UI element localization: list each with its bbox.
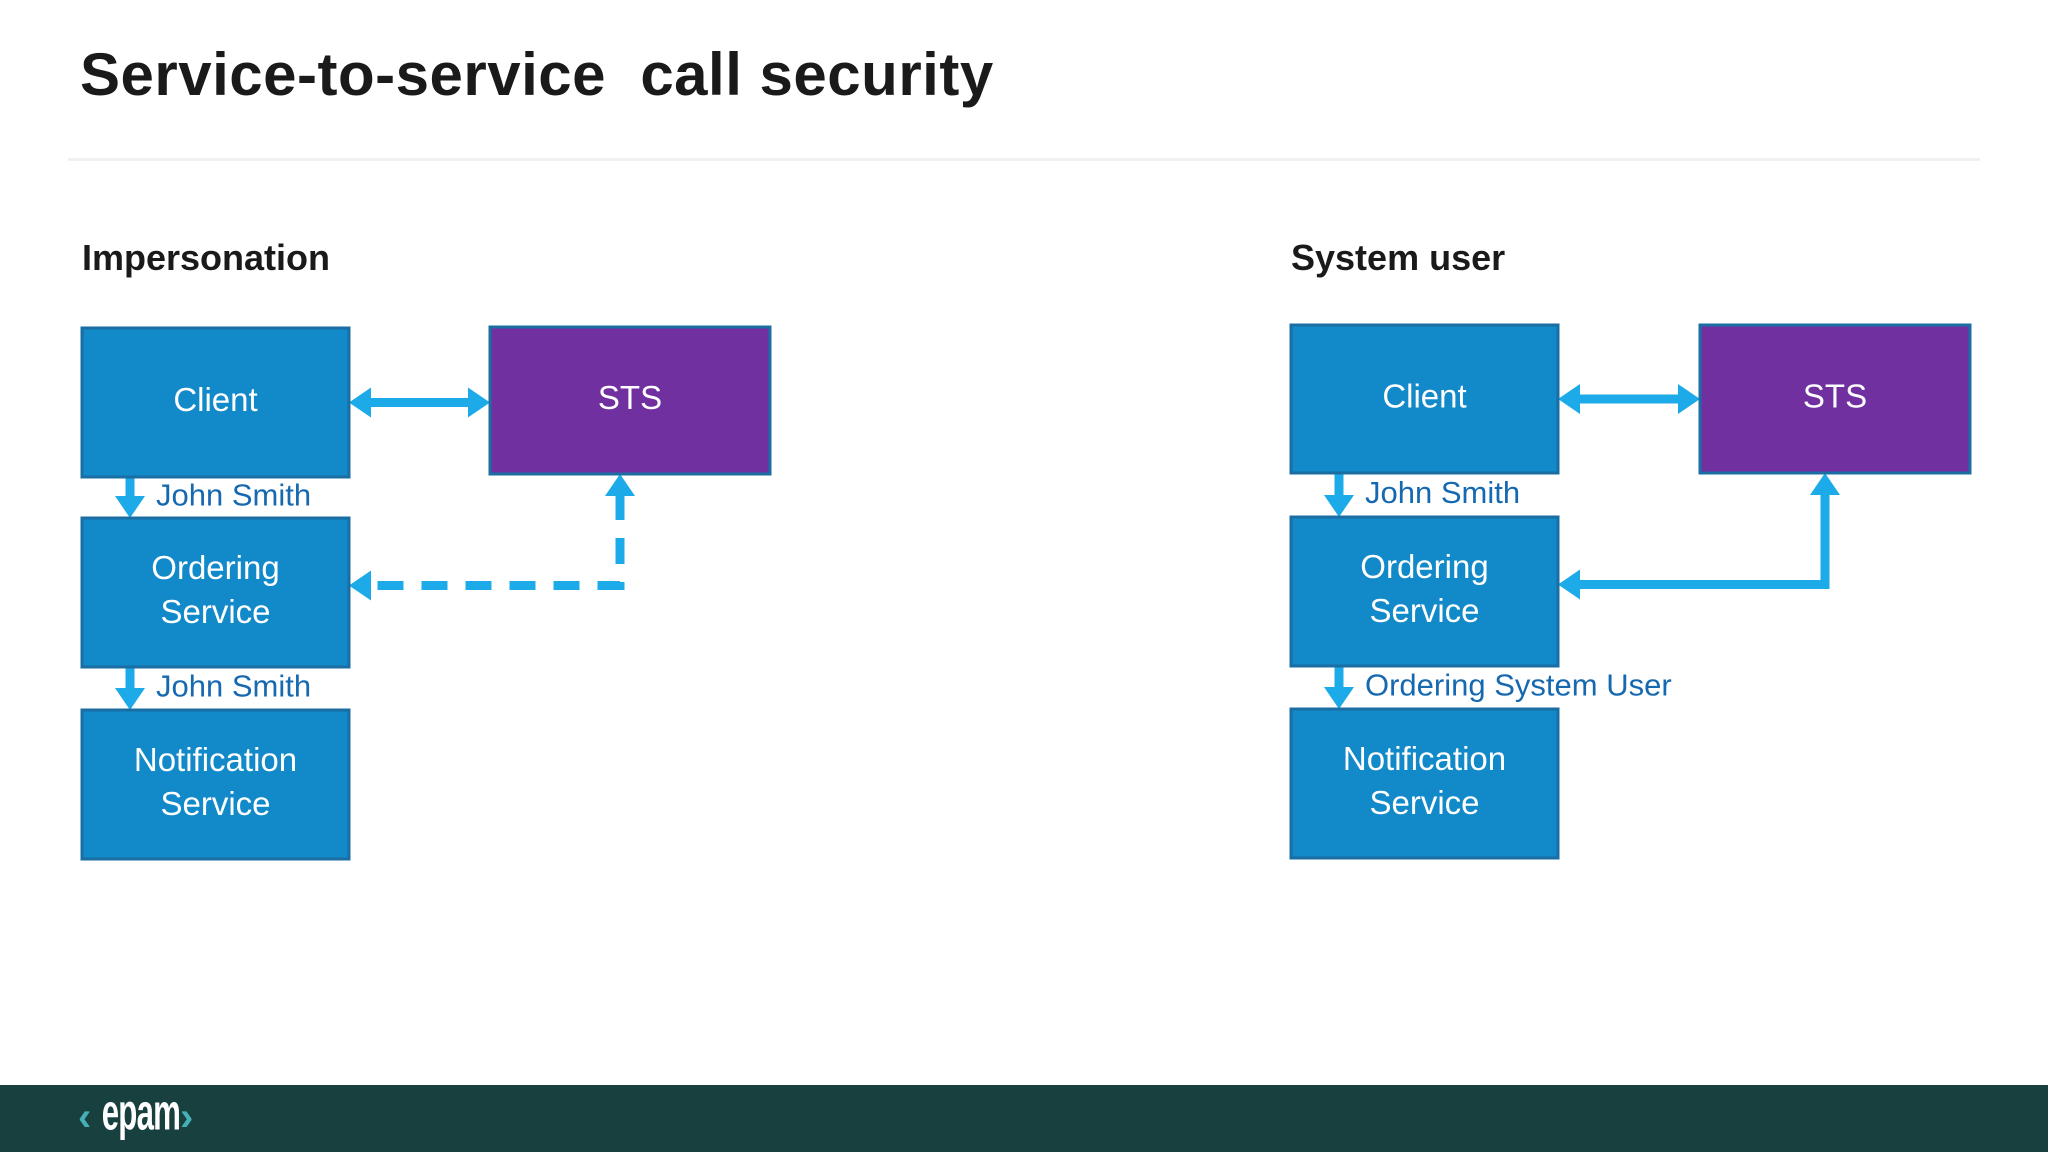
node-label: Client (1382, 378, 1466, 415)
arrowhead-down (115, 688, 145, 710)
connector-client-ordering (1324, 473, 1354, 517)
node-label: STS (598, 379, 662, 416)
node-box[interactable] (80, 326, 351, 479)
title-divider (68, 158, 1980, 161)
arrowhead-down (1324, 495, 1354, 517)
section-heading-impersonation: Impersonation (82, 237, 331, 278)
node-box[interactable] (1289, 515, 1560, 668)
node-sts[interactable]: STS (1698, 323, 1972, 475)
arrowhead-left (1558, 384, 1580, 414)
epam-logo-mark: ‹ epam › (78, 1097, 193, 1141)
connector-label-ordering-notification: Ordering System User (1365, 668, 1672, 703)
node-label: STS (1803, 378, 1867, 415)
connector-label-client-ordering: John Smith (156, 478, 311, 513)
connector-sts-ordering (1558, 473, 1840, 600)
arrowhead-down (115, 496, 145, 518)
node-label: Notification (134, 741, 297, 778)
node-sts[interactable]: STS (488, 325, 772, 476)
logo-right-bracket-icon: › (180, 1097, 193, 1139)
node-box[interactable] (1289, 707, 1560, 860)
connector-label-client-ordering: John Smith (1365, 475, 1520, 510)
node-label: Service (1369, 592, 1479, 629)
connector-sts-ordering (349, 474, 635, 601)
node-box[interactable] (1698, 323, 1972, 475)
connector-ordering-notification (1324, 666, 1354, 709)
node-box[interactable] (80, 708, 351, 861)
logo-wordmark: epam (102, 1097, 180, 1141)
node-client[interactable]: Client (80, 326, 351, 479)
node-box[interactable] (1289, 323, 1560, 475)
logo-left-bracket-icon: ‹ (78, 1097, 91, 1139)
arrowhead-left (349, 387, 371, 418)
node-label: Ordering (1360, 548, 1488, 585)
node-label: Notification (1343, 740, 1506, 777)
node-box[interactable] (80, 516, 351, 669)
node-client[interactable]: Client (1289, 323, 1560, 475)
node-label: Service (160, 593, 270, 630)
connector-ordering-notification (115, 667, 145, 710)
connector-shaft (369, 494, 625, 590)
arrowhead-left (1558, 569, 1580, 600)
arrowhead-right (1678, 384, 1700, 414)
connector-client-sts (1558, 384, 1700, 414)
section-heading-system-user: System user (1291, 237, 1506, 278)
arrowhead-down (1324, 687, 1354, 709)
connector-label-ordering-notification: John Smith (156, 669, 311, 704)
connector-shaft (1578, 493, 1830, 589)
page-title: Service-to-service call security (80, 41, 994, 108)
node-label: Ordering (151, 549, 279, 586)
connector-client-ordering (115, 477, 145, 518)
footer-bar (0, 1085, 2048, 1152)
node-label: Service (1369, 784, 1479, 821)
connector-client-sts (349, 387, 490, 418)
epam-logo: ‹ epam › (76, 1097, 256, 1141)
node-label: Client (173, 381, 257, 418)
arrowhead-right (468, 387, 490, 418)
node-box[interactable] (488, 325, 772, 476)
arrowhead-left (349, 570, 371, 601)
arrowhead-up (605, 474, 635, 496)
node-label: Service (160, 785, 270, 822)
arrowhead-up (1810, 473, 1840, 495)
